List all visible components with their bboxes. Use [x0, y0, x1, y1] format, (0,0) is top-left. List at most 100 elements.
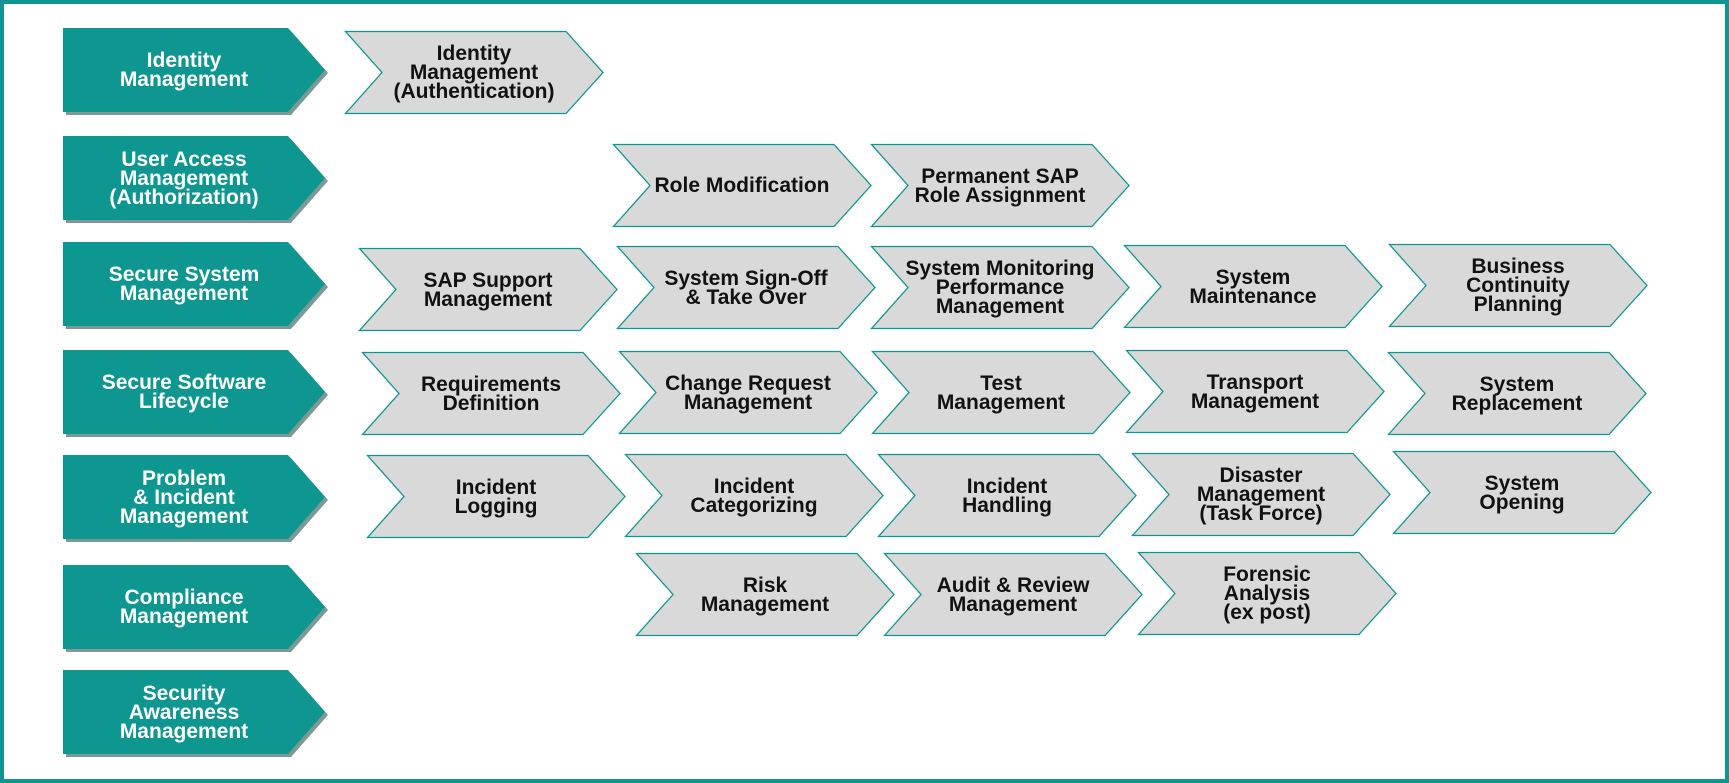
- process-label-line: Handling: [962, 493, 1052, 517]
- process-chevron: [1137, 551, 1397, 636]
- category-label-line: Management: [119, 282, 249, 305]
- category-chevron: [63, 455, 325, 539]
- process-chevron: [1387, 351, 1647, 436]
- process-label-line: Continuity: [1466, 274, 1570, 297]
- category-chevron: [63, 350, 325, 434]
- process-chevron-shape: [1388, 243, 1648, 328]
- process-chevron: [870, 143, 1130, 228]
- process-chevron-shape: [1137, 551, 1397, 636]
- process-chevron: [871, 350, 1131, 435]
- category-chevron: [63, 28, 325, 112]
- process-chevron-shape: [618, 350, 878, 435]
- process-label-line: Permanent SAP: [921, 164, 1079, 188]
- process-label-line: Performance: [935, 276, 1065, 299]
- process-label-line: Role Assignment: [914, 183, 1086, 207]
- process-label-line: Management: [683, 390, 813, 414]
- process-chevron-shape: [883, 552, 1143, 637]
- process-chevron-shape: [361, 351, 621, 436]
- process-label-line: Management: [1190, 389, 1320, 413]
- category-chevron-shape: [63, 136, 328, 223]
- process-chevron-shape: [635, 552, 895, 637]
- process-label-line: Management: [936, 390, 1066, 414]
- process-label-line: Management: [423, 287, 553, 311]
- category-label-line: Management: [119, 719, 249, 743]
- process-chevron-shape: [344, 30, 604, 115]
- process-label-line: Management: [700, 592, 830, 616]
- process-label-line: Opening: [1479, 490, 1565, 514]
- category-label-line: Management: [119, 504, 249, 528]
- category-chevron-shape: [63, 28, 328, 115]
- process-label-line: Identity: [436, 42, 512, 65]
- category-label-line: & Incident: [133, 485, 235, 509]
- process-chevron-shape: [1387, 351, 1647, 436]
- category-chevron: [63, 565, 325, 649]
- process-label-line: System: [1484, 471, 1560, 495]
- category-label-line: Secure Software: [101, 371, 267, 394]
- process-label-line: Forensic: [1223, 563, 1311, 586]
- process-label-line: System Monitoring: [905, 257, 1095, 280]
- process-chevron: [877, 453, 1137, 538]
- process-chevron: [883, 552, 1143, 637]
- process-label-line: Management: [948, 592, 1078, 616]
- process-chevron: [624, 453, 884, 538]
- category-label-line: Identity: [146, 49, 222, 72]
- process-chevron-shape: [1125, 349, 1385, 434]
- process-label-line: SAP Support: [423, 268, 553, 292]
- process-label-line: Business: [1471, 255, 1565, 278]
- category-label-line: Management: [119, 166, 249, 190]
- process-label-line: (Authentication): [393, 80, 555, 103]
- category-chevron: [63, 136, 325, 220]
- category-label-line: Compliance: [124, 586, 244, 609]
- process-chevron: [870, 245, 1130, 330]
- process-chevron-shape: [1392, 450, 1652, 535]
- category-label-line: Problem: [141, 466, 227, 490]
- process-chevron-shape: [877, 453, 1137, 538]
- process-label-line: Maintenance: [1189, 284, 1317, 308]
- category-chevron-shape: [63, 565, 328, 652]
- process-label-line: Transport: [1206, 370, 1304, 394]
- category-chevron-shape: [63, 670, 328, 757]
- category-chevron-shape: [63, 350, 328, 437]
- process-label-line: Test: [980, 371, 1022, 395]
- process-label-line: Management: [935, 295, 1065, 318]
- process-chevron-shape: [870, 245, 1130, 330]
- process-label-line: System: [1215, 265, 1291, 289]
- category-label-line: Lifecycle: [139, 390, 229, 413]
- process-label-line: (Task Force): [1199, 502, 1323, 525]
- process-label-line: Disaster: [1219, 464, 1303, 487]
- process-label-line: Change Request: [665, 371, 831, 395]
- process-label-line: Incident: [455, 475, 537, 499]
